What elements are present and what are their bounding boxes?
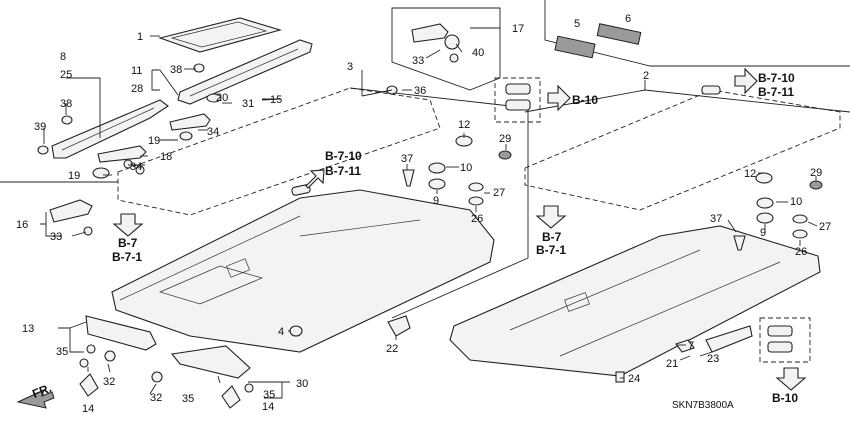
callout-6: 6 bbox=[625, 13, 631, 25]
ref-b7-left: B-7 bbox=[118, 236, 138, 250]
ref-b7-1-left: B-7-1 bbox=[112, 250, 142, 264]
callout-24: 24 bbox=[628, 373, 640, 385]
sun-visor-right-part bbox=[170, 345, 251, 379]
callout-27b: 27 bbox=[819, 221, 831, 233]
headliner-left-part bbox=[111, 189, 495, 353]
callout-9b: 9 bbox=[760, 227, 766, 239]
pillar-trim-part bbox=[51, 99, 169, 159]
callout-21: 21 bbox=[666, 358, 678, 370]
callout-19b: 19 bbox=[68, 170, 80, 182]
callout-33a: 33 bbox=[412, 55, 424, 67]
arrow-right-b10-icon bbox=[547, 84, 571, 112]
callout-7: 7 bbox=[688, 340, 694, 352]
callout-numbers: 1 2 3 4 5 6 7 8 9 10 11 12 13 14 14 15 1… bbox=[16, 13, 831, 415]
callout-16: 16 bbox=[16, 219, 28, 231]
callout-32a: 32 bbox=[103, 376, 115, 388]
ref-b10-bottom: B-10 bbox=[772, 391, 798, 405]
callout-38a: 38 bbox=[170, 64, 182, 76]
callout-35c: 35 bbox=[263, 389, 275, 401]
callout-26a: 26 bbox=[471, 213, 483, 225]
callout-15: 15 bbox=[270, 94, 282, 106]
sunroof-seal-part bbox=[158, 17, 282, 53]
front-arrow-icon bbox=[16, 389, 55, 409]
sunshade-part bbox=[554, 23, 642, 59]
front-label: FR. bbox=[30, 381, 53, 401]
callout-29a: 29 bbox=[499, 133, 511, 145]
sun-visor-left-part bbox=[85, 315, 157, 351]
callout-13: 13 bbox=[22, 323, 34, 335]
diagram-code: SKN7B3800A bbox=[672, 400, 734, 411]
callout-38b: 38 bbox=[60, 98, 72, 110]
ref-b10-top: B-10 bbox=[572, 93, 598, 107]
visor-holder-part bbox=[79, 373, 99, 397]
ref-b7-10-right: B-7-10 bbox=[758, 71, 795, 85]
callout-29b: 29 bbox=[810, 167, 822, 179]
callout-10b: 10 bbox=[790, 196, 802, 208]
callout-5: 5 bbox=[574, 18, 580, 30]
arrow-down-middle-icon bbox=[535, 205, 567, 229]
grab-handle-top-part bbox=[411, 23, 449, 43]
callout-18: 18 bbox=[160, 151, 172, 163]
callout-34b: 34 bbox=[130, 161, 142, 173]
ref-b7-11-right: B-7-11 bbox=[758, 85, 794, 99]
callout-40: 40 bbox=[472, 47, 484, 59]
callout-11: 11 bbox=[131, 65, 142, 77]
direction-arrows bbox=[16, 67, 807, 409]
ref-b7-middle: B-7 bbox=[542, 230, 562, 244]
headliner-right-part bbox=[449, 225, 821, 377]
arrow-up-right-icon bbox=[305, 169, 325, 189]
leader-lines bbox=[40, 27, 818, 399]
callout-3: 3 bbox=[347, 61, 353, 73]
ref-b7-11-left: B-7-11 bbox=[325, 164, 361, 178]
callout-1: 1 bbox=[137, 31, 143, 43]
reference-codes: B-7 B-7-1 B-7-10 B-7-11 B-10 B-7-10 B-7-… bbox=[30, 71, 798, 411]
callout-2: 2 bbox=[643, 70, 649, 82]
sunshade-holder-parts bbox=[291, 83, 793, 353]
arrow-down-left-icon bbox=[112, 213, 144, 237]
arrow-down-right-icon bbox=[775, 367, 807, 391]
callout-27a: 27 bbox=[493, 187, 505, 199]
callout-25: 25 bbox=[60, 69, 72, 81]
callout-39: 39 bbox=[34, 121, 46, 133]
grab-handle-part bbox=[97, 145, 147, 163]
sunroof-rail-part bbox=[177, 39, 313, 105]
callout-32b: 32 bbox=[150, 392, 162, 404]
callout-12: 12 bbox=[458, 119, 470, 131]
callout-10: 10 bbox=[460, 162, 472, 174]
callout-30: 30 bbox=[296, 378, 308, 390]
callout-22: 22 bbox=[386, 343, 398, 355]
arrow-right-b7-10-icon bbox=[734, 67, 758, 95]
callout-26b: 26 bbox=[795, 246, 807, 258]
callout-19a: 19 bbox=[148, 135, 160, 147]
callout-37a: 37 bbox=[401, 153, 413, 165]
visor-holder-right-part bbox=[221, 385, 241, 409]
callout-37b: 37 bbox=[710, 213, 722, 225]
part-shapes bbox=[37, 17, 823, 409]
callout-4: 4 bbox=[278, 326, 284, 338]
callout-17: 17 bbox=[512, 23, 524, 35]
callout-14a: 14 bbox=[82, 403, 94, 415]
ref-b7-10-left: B-7-10 bbox=[325, 149, 362, 163]
clip-parts bbox=[37, 34, 823, 393]
grab-handle-side-part bbox=[49, 199, 93, 223]
callout-28: 28 bbox=[131, 83, 143, 95]
callout-20: 20 bbox=[216, 92, 228, 104]
callout-12b: 12 bbox=[744, 168, 756, 180]
callout-14b: 14 bbox=[262, 401, 274, 413]
callout-31: 31 bbox=[242, 98, 254, 110]
callout-35a: 35 bbox=[56, 346, 68, 358]
callout-36: 36 bbox=[414, 85, 426, 97]
ref-b7-1-middle: B-7-1 bbox=[536, 243, 566, 257]
callout-33b: 33 bbox=[50, 231, 62, 243]
callout-9: 9 bbox=[433, 195, 439, 207]
grab-handle-rear-part bbox=[169, 113, 211, 131]
callout-23: 23 bbox=[707, 353, 719, 365]
callout-34a: 34 bbox=[207, 126, 219, 138]
callout-35b: 35 bbox=[182, 393, 194, 405]
callout-8: 8 bbox=[60, 51, 66, 63]
